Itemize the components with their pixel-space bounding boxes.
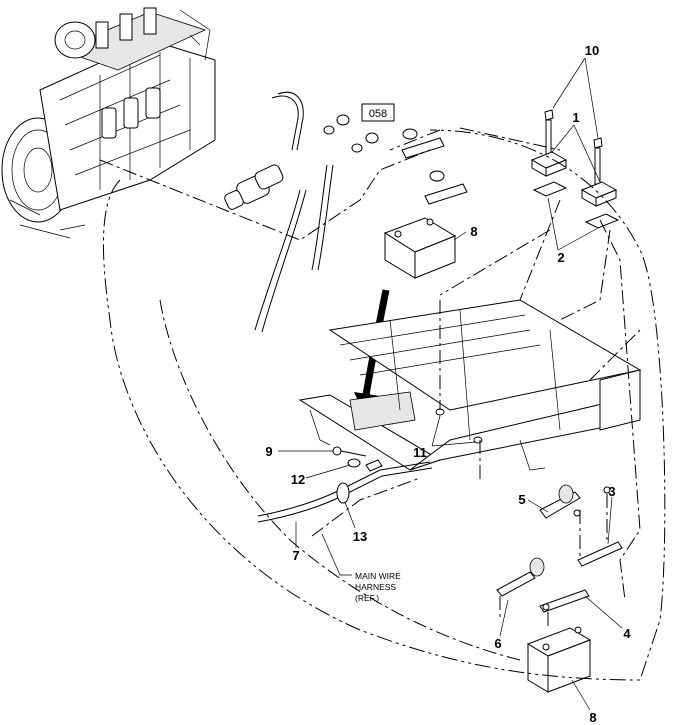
- callout-2: 2: [557, 250, 564, 265]
- leader-lines: [278, 57, 623, 711]
- callout-11: 11: [413, 445, 427, 460]
- starter-motor: [224, 164, 284, 210]
- cable-7-upper: [254, 189, 301, 331]
- bolt-9-washer-12: [332, 446, 367, 468]
- cable-3: [577, 486, 623, 567]
- callout-9: 9: [265, 444, 272, 459]
- harness-note-line-1: MAIN WIRE: [355, 571, 401, 581]
- callout-12: 12: [291, 472, 305, 487]
- cable-upper-loop: [271, 95, 299, 151]
- callout-5: 5: [518, 492, 525, 507]
- battery-top: [383, 217, 457, 279]
- harness-note: MAIN WIRE HARNESS (REF.): [355, 571, 401, 603]
- harness-cables: [257, 459, 433, 537]
- callout-8-top: 8: [470, 224, 477, 239]
- clamps-1: [530, 151, 618, 207]
- battery-bottom: [526, 626, 592, 693]
- battery-mount-frame: [298, 299, 642, 471]
- harness-note-line-3: (REF.): [355, 593, 379, 603]
- callout-1: 1: [572, 110, 579, 125]
- callout-4: 4: [623, 626, 631, 641]
- callout-10: 10: [585, 43, 599, 58]
- bolts-10: [544, 109, 603, 185]
- reference-box-058: 058: [361, 103, 395, 122]
- callout-8-bottom: 8: [589, 710, 596, 725]
- cable-4: [539, 589, 590, 613]
- cable-5: [539, 484, 581, 519]
- callout-3: 3: [608, 484, 615, 499]
- callout-7: 7: [292, 548, 299, 563]
- nuts-and-washers-top: [323, 114, 379, 153]
- reference-box-label: 058: [369, 108, 387, 120]
- plates-2: [532, 181, 620, 229]
- callout-6: 6: [494, 636, 501, 651]
- callout-13: 13: [353, 529, 367, 544]
- cable-6: [496, 557, 545, 620]
- engine-illustration: [1, 7, 216, 239]
- callout-labels: 10 1 2 8 9 12 11 13 7 5 3 6 4 8: [265, 43, 631, 725]
- harness-note-line-2: HARNESS: [355, 582, 396, 592]
- battery-cable-stubs: [401, 128, 468, 205]
- routing-lines: [99, 127, 666, 681]
